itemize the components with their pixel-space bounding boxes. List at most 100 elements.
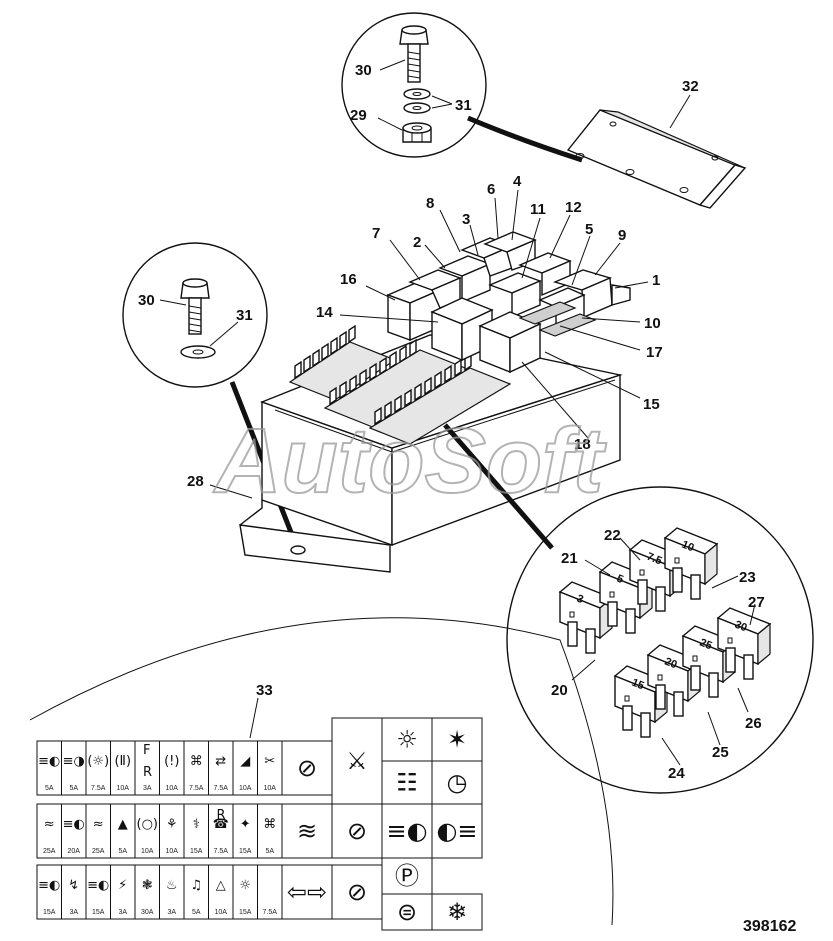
fuse-slot [424,376,432,396]
fuse-rating: 10A [239,785,252,792]
fuse-rating: 15A [190,848,203,855]
nut-icon [402,122,432,143]
circuit-symbol-icon: ✂ [264,754,275,769]
callout-6: 6 [487,181,495,198]
callout-1: 1 [652,272,660,289]
wiper-icon: ⚔ [346,747,368,775]
callout-14: 14 [316,304,333,321]
fuse-chart-cell: (Ⅱ)10A [110,740,136,796]
circuit-symbol-icon: ▲ [118,817,128,832]
circuit-symbol-icon: ⚘ [166,817,178,832]
callout-20: 20 [551,682,568,699]
fuse-slot [349,374,357,394]
fuse-rating: 25A [92,848,105,855]
turn-signal-icon: ⇦⇨ [287,878,327,906]
circuit-symbol-icon: ✦ [240,817,251,832]
callout-5: 5 [585,221,593,238]
fuse-slot [434,370,442,390]
fuse-slot [374,406,382,426]
fuse-chart-cell: ⌘7.5A [183,740,209,796]
callout-29: 29 [350,107,367,124]
fuse-rating: 5A [69,785,78,792]
fuse-chart-cell: ⚕ 15A [183,803,209,859]
callout-21: 21 [561,550,578,567]
callout-31-top: 31 [455,97,472,114]
circuit-symbol-icon: ⚕ [193,817,200,832]
chart-area-arc [29,617,614,926]
circuit-symbol-icon: ⚡ [118,878,127,893]
fuse-chart-cell [431,893,483,931]
fuse-rating: 10A [117,785,130,792]
blade-fuse: 15 [613,665,669,738]
circuit-symbol-icon: ≡◐ [63,817,85,832]
circuit-symbol-icon: ❃ [142,878,153,893]
parking-brake-icon: Ⓟ [395,862,419,890]
fuse-rating: 7.5A [214,848,229,855]
bracket-icon: 32 [566,78,747,209]
circuit-symbol-icon: ≡◐ [38,754,60,769]
callout-18: 18 [574,436,591,453]
fuse-rating: 30A [141,909,154,916]
fuse-chart-cell: 7.5A [257,864,283,920]
relay-leaders [339,189,649,439]
reverse-letter: R [217,808,226,823]
fuse-slot [339,330,347,350]
fuse-chart-cell: ≈25A [85,803,111,859]
callout-27: 27 [748,594,765,611]
circuit-symbol-icon: ≈ [93,817,104,832]
fuse-rating: 10A [166,848,179,855]
circuit-symbol-icon: ↯ [68,878,79,893]
reference-number: 398162 [743,918,796,935]
callout-2: 2 [413,234,421,251]
fuse-rating: 10A [215,909,228,916]
callout-8: 8 [426,195,434,212]
fuse-slot [399,344,407,364]
callout-11: 11 [530,201,546,218]
fuse-rating: 5A [118,848,127,855]
blade-fuse: 10 [663,527,719,600]
callout-31-left: 31 [236,307,253,324]
circuit-symbol-icon: (☼) [87,754,109,769]
brake-icon: ⊜ [397,898,417,926]
fuse-chart-cell: ≡◐ 5A [36,740,62,796]
bolt-icon [180,278,210,335]
fuse-chart-cell: ⚘ 10A [159,803,185,859]
callout-25: 25 [712,744,729,761]
callout-10: 10 [644,315,661,332]
fuse-rating: 15A [239,848,252,855]
circuit-symbol-icon: ≡◐ [87,878,109,893]
callout-4: 4 [513,173,522,190]
fuse-rating: 15A [92,909,105,916]
fuse-slot [394,394,402,414]
fuse-rating: 5A [265,848,274,855]
fuse-chart-cell: ≡◑5A [61,740,87,796]
washer-icon [180,345,216,359]
blade-fuse: 30 [716,607,772,680]
fuse-slot [339,380,347,400]
circuit-symbol-icon: ⇄ [215,754,226,769]
forward-letter: F [143,743,150,758]
fuse-rating: 15A [239,909,252,916]
callout-24: 24 [668,765,685,782]
fuse-rating: 10A [141,848,154,855]
callout-15: 15 [643,396,660,413]
circuit-symbol-icon: (!) [164,754,179,769]
fuse-chart-cell: (!)10A [159,740,185,796]
fuse-rating: 7.5A [189,785,204,792]
washer-icon [403,88,431,114]
fuse-chart-cell: ▲ 5A [110,803,136,859]
fuse-slot [404,388,412,408]
fuse-slots [294,324,472,426]
fuse-rating: 10A [264,785,277,792]
fuse-rating: 5A [45,785,54,792]
callout-22: 22 [604,527,621,544]
fuse-chart-cell: ⇄7.5A [208,740,234,796]
gauge-icon: ◷ [447,769,468,797]
callout-23: 23 [739,569,756,586]
fuse-rating-label: 20 [663,656,679,672]
circuit-symbol-icon: ♫ [190,878,202,893]
fuse-rating: 5A [192,909,201,916]
